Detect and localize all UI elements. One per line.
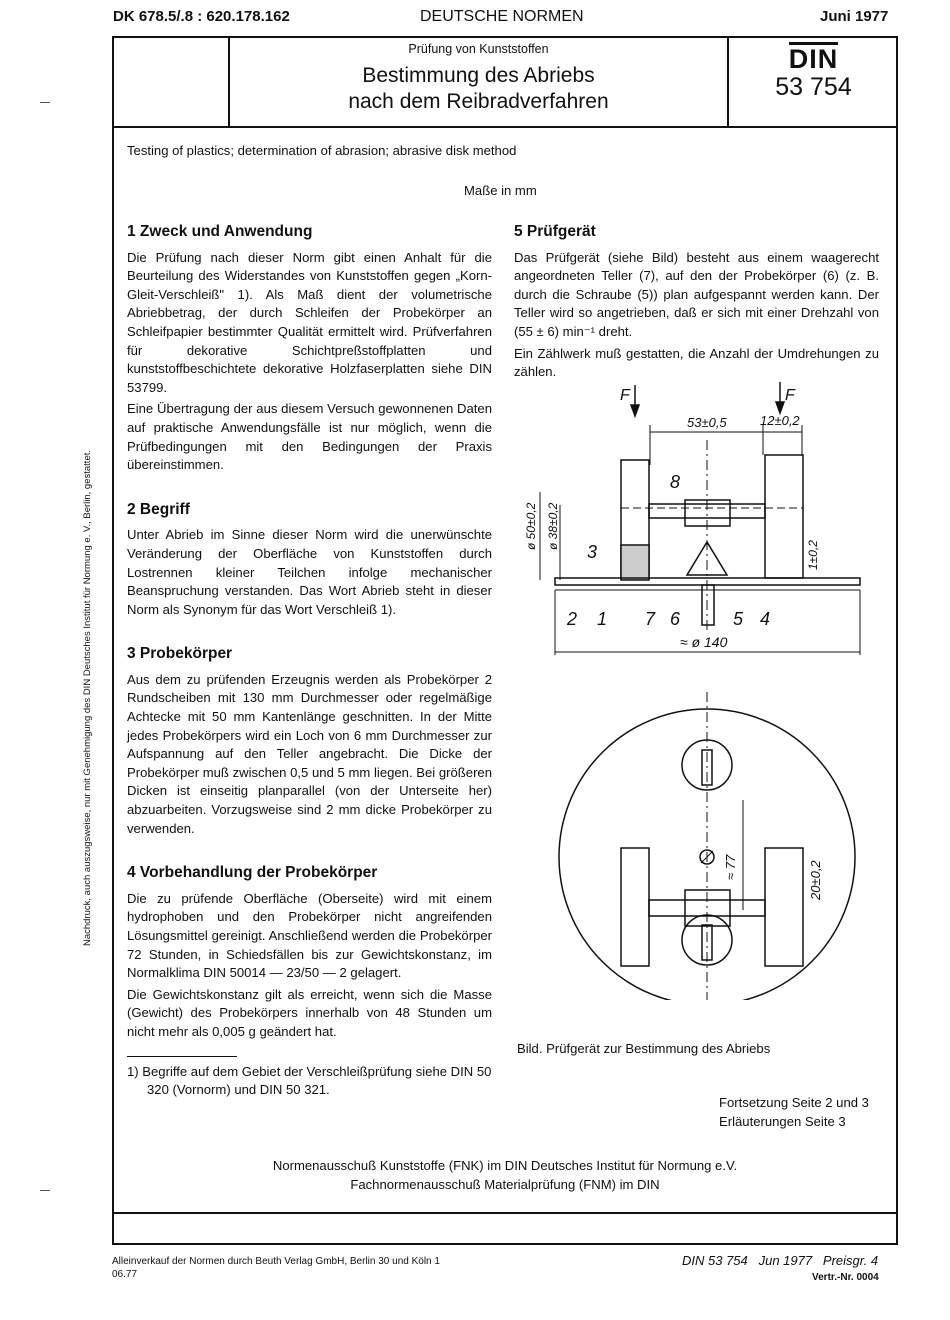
right-column: 5 Prüfgerät Das Prüfgerät (siehe Bild) b… <box>514 223 879 385</box>
section-4: 4 Vorbehandlung der Probekörper Die zu p… <box>127 864 492 1041</box>
footnote-rule <box>127 1055 237 1057</box>
section-1-para-2: Eine Übertragung der aus diesem Versuch … <box>127 401 492 473</box>
section-5: 5 Prüfgerät Das Prüfgerät (siehe Bild) b… <box>514 223 879 382</box>
force-arrowhead-right <box>774 401 786 416</box>
continuation-line-2: Erläuterungen Seite 3 <box>719 1113 846 1129</box>
force-arrowhead-left <box>629 404 641 419</box>
label-6: 6 <box>670 609 681 629</box>
title-line-1: Bestimmung des Abriebs <box>362 64 595 87</box>
wheel-plan-right <box>764 847 804 967</box>
header-divider-right <box>727 36 729 128</box>
section-2-heading: 2 Begriff <box>127 500 190 518</box>
label-dim-53: 53±0,5 <box>687 415 727 430</box>
wheel-plan-left <box>620 847 650 967</box>
abrasive-wheel-right <box>764 454 804 579</box>
label-dim-77: ≈ 77 <box>723 854 738 880</box>
section-3-heading: 3 Probekörper <box>127 645 233 663</box>
label-1: 1 <box>597 609 607 629</box>
section-3: 3 Probekörper Aus dem zu prüfenden Erzeu… <box>127 645 492 838</box>
specimen-lower <box>681 914 733 966</box>
header-box <box>112 36 898 128</box>
label-7: 7 <box>645 609 656 629</box>
label-dim-12: 12±0,2 <box>760 413 800 428</box>
units-note: Maße in mm <box>464 183 537 198</box>
continuation-note: Fortsetzung Seite 2 und 3 Erläuterungen … <box>719 1094 869 1131</box>
slot-upper <box>701 749 713 786</box>
page-frame <box>112 128 898 1245</box>
vertr-number: Vertr.-Nr. 0004 <box>812 1272 879 1283</box>
clamp-cone <box>685 540 729 576</box>
section-2-para-1: Unter Abrieb im Sinne dieser Norm wird d… <box>127 527 492 617</box>
turntable-plan-view <box>558 708 856 1000</box>
axle-plan <box>648 899 766 917</box>
footnote: 1) Begriffe auf dem Gebiet der Verschlei… <box>127 1063 492 1098</box>
section-1-heading: 1 Zweck und Anwendung <box>127 223 313 240</box>
label-dim-1: 1±0,2 <box>806 540 820 570</box>
specimen-holder <box>620 544 650 581</box>
reprint-note: Nachdruck, auch auszugsweise, nur mit Ge… <box>82 449 93 946</box>
margin-mark-bottom <box>40 1190 50 1191</box>
section-1-para-1: Die Prüfung nach dieser Norm gibt einen … <box>127 249 492 395</box>
edition-code: 06.77 <box>112 1269 138 1280</box>
din-block: DIN 53 754 <box>729 42 898 102</box>
label-dim-50: ø 50±0,2 <box>524 502 538 550</box>
label-5: 5 <box>733 609 744 629</box>
section-1: 1 Zweck und Anwendung Die Prüfung nach d… <box>127 223 492 475</box>
label-force-right: F <box>785 387 796 404</box>
section-5-para-1: Das Prüfgerät (siehe Bild) besteht aus e… <box>514 249 879 339</box>
label-8: 8 <box>670 472 680 492</box>
bottom-rule <box>112 1212 898 1214</box>
subtitle: Prüfung von Kunststoffen <box>408 42 549 56</box>
center-hub <box>699 849 715 865</box>
din-number: 53 754 <box>775 73 852 101</box>
section-4-para-2: Die Gewichtskonstanz gilt als erreicht, … <box>127 986 492 1039</box>
page-title: Bestimmung des Abriebs nach dem Reibradv… <box>230 63 727 115</box>
label-dim-38: ø 38±0,2 <box>546 502 560 550</box>
label-dim-20: 20±0,2 <box>808 860 823 901</box>
center-hub-mark <box>700 850 714 864</box>
label-3: 3 <box>587 542 597 562</box>
label-force-left: F <box>620 387 631 404</box>
specimen-upper <box>681 739 733 791</box>
din-logo: DIN <box>788 42 839 74</box>
continuation-line-1: Fortsetzung Seite 2 und 3 <box>719 1095 869 1110</box>
committee-line-2: Fachnormenausschuß Materialprüfung (FNM)… <box>350 1176 660 1192</box>
committee-block: Normenausschuß Kunststoffe (FNK) im DIN … <box>112 1157 898 1194</box>
label-2: 2 <box>566 609 577 629</box>
section-4-para-1: Die zu prüfende Oberfläche (Oberseite) w… <box>127 890 492 981</box>
hub-plan <box>684 889 731 927</box>
left-column: 1 Zweck und Anwendung Die Prüfung nach d… <box>127 223 492 1103</box>
section-5-heading: 5 Prüfgerät <box>514 223 596 240</box>
clamping-screw <box>701 584 715 626</box>
committee-line-1: Normenausschuß Kunststoffe (FNK) im DIN … <box>272 1158 738 1173</box>
document-reference: DIN 53 754 Jun 1977 Preisgr. 4 <box>682 1253 879 1268</box>
header-divider-left <box>228 36 230 128</box>
english-title: Testing of plastics; determination of ab… <box>127 143 517 158</box>
dk-classification: DK 678.5/.8 : 620.178.162 <box>113 8 290 25</box>
section-4-heading: 4 Vorbehandlung der Probekörper <box>127 864 378 882</box>
section-3-para-1: Aus dem zu prüfenden Erzeugnis werden al… <box>127 671 492 836</box>
label-dim-140: ≈ ø 140 <box>680 634 728 650</box>
section-5-para-2: Ein Zählwerk muß gestatten, die Anzahl d… <box>514 345 879 380</box>
test-apparatus-figure: F F 53±0,5 12±0,2 8 3 ø 50±0,2 ø 38±0,2 … <box>524 382 861 1000</box>
slot-lower <box>701 924 713 961</box>
margin-mark-top <box>40 102 50 103</box>
title-line-2: nach dem Reibradverfahren <box>348 90 609 113</box>
section-2: 2 Begriff Unter Abrieb im Sinne dieser N… <box>127 501 492 620</box>
figure-caption: Bild. Prüfgerät zur Bestimmung des Abrie… <box>517 1041 771 1056</box>
issue-date: Juni 1977 <box>820 8 889 25</box>
sales-note: Alleinverkauf der Normen durch Beuth Ver… <box>112 1256 440 1267</box>
series-title: DEUTSCHE NORMEN <box>420 8 584 25</box>
label-4: 4 <box>760 609 770 629</box>
